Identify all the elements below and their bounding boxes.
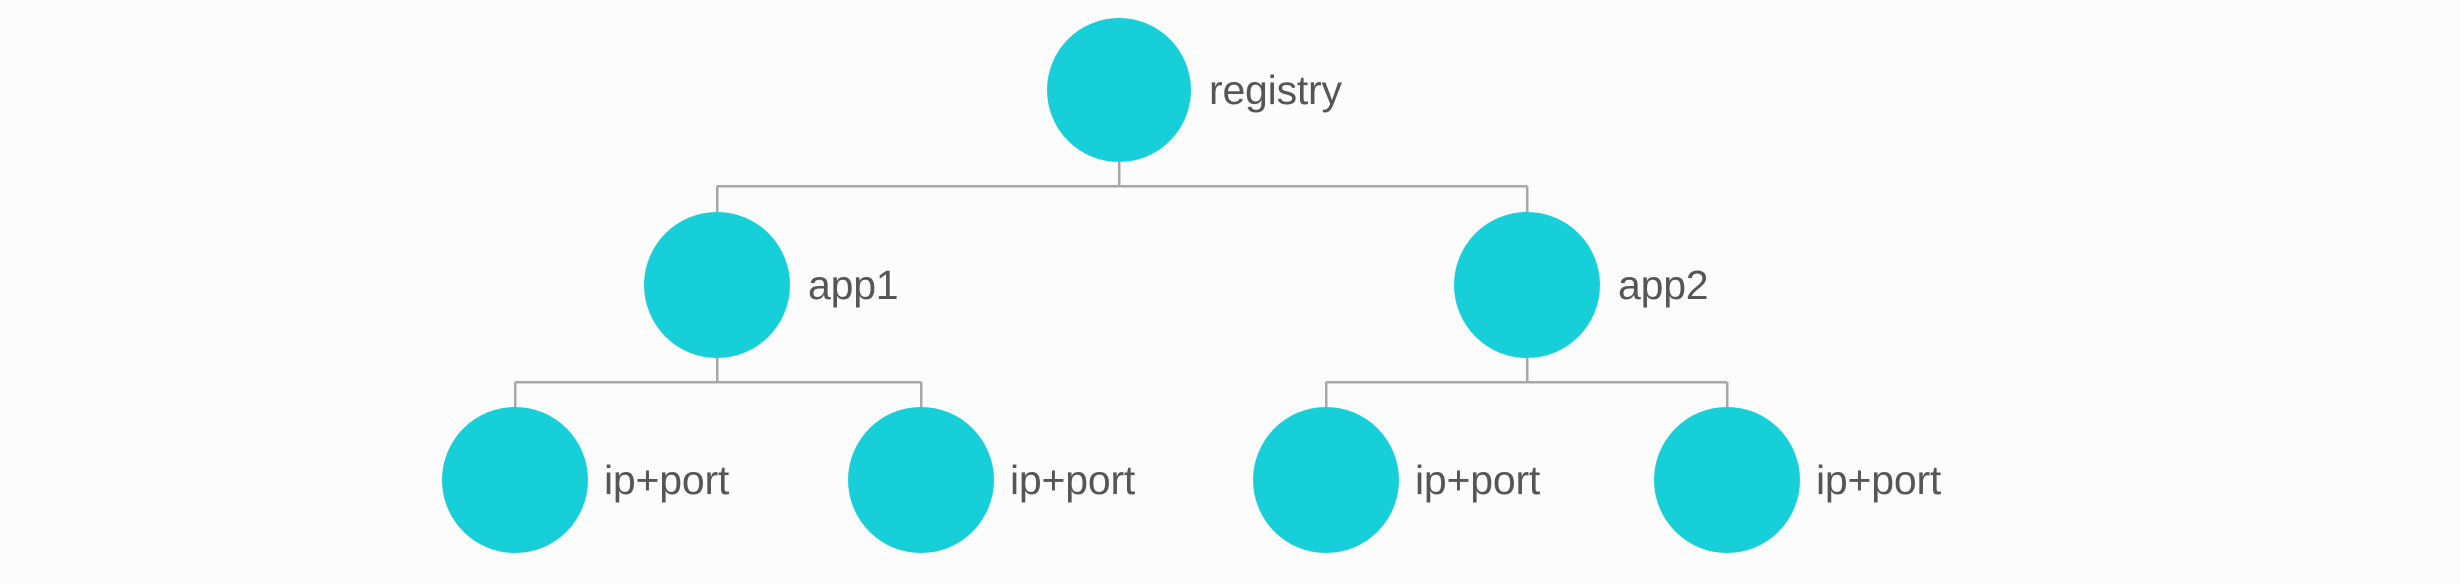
node-app1[interactable]: app1 [644, 212, 899, 358]
leaf-1-label: ip+port [604, 456, 730, 503]
leaf-1-circle[interactable] [442, 407, 588, 553]
leaf-2-circle[interactable] [848, 407, 994, 553]
node-leaf-ip-port-2[interactable]: ip+port [848, 407, 1135, 553]
registry-label: registry [1209, 66, 1342, 113]
leaf-4-circle[interactable] [1654, 407, 1800, 553]
node-app2[interactable]: app2 [1454, 212, 1709, 358]
node-leaf-ip-port-4[interactable]: ip+port [1654, 407, 1941, 553]
leaf-3-label: ip+port [1415, 456, 1541, 503]
app1-circle[interactable] [644, 212, 790, 358]
registry-circle[interactable] [1047, 18, 1191, 162]
node-leaf-ip-port-1[interactable]: ip+port [442, 407, 729, 553]
node-leaf-ip-port-3[interactable]: ip+port [1253, 407, 1540, 553]
edges-group [513, 162, 1729, 407]
app2-label: app2 [1618, 261, 1709, 308]
node-registry[interactable]: registry [1047, 18, 1342, 162]
leaf-3-circle[interactable] [1253, 407, 1399, 553]
app1-label: app1 [808, 261, 899, 308]
leaf-2-label: ip+port [1010, 456, 1136, 503]
app2-circle[interactable] [1454, 212, 1600, 358]
leaf-4-label: ip+port [1816, 456, 1942, 503]
